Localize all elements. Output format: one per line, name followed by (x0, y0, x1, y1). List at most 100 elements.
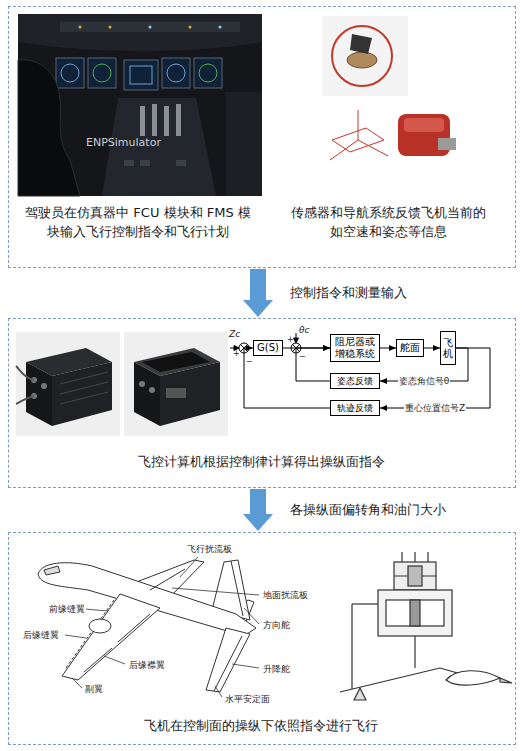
circle-part (149, 387, 155, 393)
line-part (358, 140, 388, 156)
leader-lines (65, 557, 259, 697)
part-name: 方向舵 (262, 620, 291, 631)
circle-part (79, 26, 82, 29)
circle-part (109, 26, 112, 29)
rect-part (408, 566, 422, 586)
rect-part (404, 118, 444, 132)
line-part (215, 686, 222, 697)
circle-part (199, 64, 217, 82)
rect-part (140, 160, 150, 166)
rect-part (176, 160, 186, 166)
rect-part (166, 388, 186, 398)
line-part (352, 603, 378, 604)
path-part (206, 628, 250, 692)
part-name: 水平安定面 (224, 694, 271, 705)
line-part (72, 678, 82, 688)
line-part (118, 614, 150, 642)
rect-part (322, 16, 408, 96)
block-box: 轨迹反馈 (330, 400, 380, 416)
rect-part (56, 58, 84, 88)
signal-line (380, 348, 490, 408)
line-part (358, 110, 359, 140)
block-box: 姿态反馈 (330, 373, 380, 389)
line-part (84, 648, 112, 672)
path-part (16, 366, 34, 380)
line-part (172, 588, 259, 595)
rect-part (226, 92, 262, 196)
dashed-panel: 驾驶员在仿真器中 FCU 模块和 FMS 模块输入飞行控制指令和飞行计划传感器和… (8, 6, 516, 268)
rect-part (130, 66, 152, 84)
cockpit-photo (18, 14, 262, 196)
line-part (330, 140, 358, 160)
block-box: 飞机 (440, 331, 456, 365)
line-part (231, 561, 243, 616)
ellipse-part (347, 52, 377, 68)
path-part (16, 396, 34, 404)
rect-part (194, 58, 222, 88)
path-part (38, 563, 256, 636)
line-part (427, 552, 428, 562)
line-part (150, 569, 185, 590)
rect-part (16, 332, 120, 436)
path-part (52, 362, 112, 426)
line-part (85, 609, 108, 611)
edge-label: 姿态角信号θ (398, 376, 451, 387)
part-name: 前缘缝翼 (48, 604, 86, 615)
line-part (414, 636, 415, 668)
block-label: 姿态反馈 (337, 376, 373, 387)
sign-mark: + (287, 335, 294, 345)
watermark: ENPSimulator (86, 136, 161, 150)
line-part (296, 333, 297, 338)
line-part (180, 557, 198, 577)
part-name: 飞行扰流板 (186, 544, 233, 555)
rect-part (140, 106, 145, 136)
block-label: G(S) (257, 342, 279, 354)
path-part (294, 338, 299, 343)
rect-part (176, 104, 181, 136)
flow-arrow (250, 489, 266, 514)
block-label: 阻尼器或增稳系统 (332, 336, 378, 360)
path-part (134, 362, 160, 426)
signal-name: θc (299, 325, 309, 336)
line-part (214, 636, 242, 691)
block-label: 轨迹反馈 (337, 403, 373, 414)
edge-label: 控制指令和测量输入 (290, 285, 407, 301)
rect-part (124, 332, 228, 436)
path-part (44, 566, 60, 575)
signal-line (424, 348, 440, 349)
flight-computer-photo (16, 332, 228, 436)
rect-part (88, 58, 116, 88)
line-part (414, 552, 415, 562)
block-diagram-symbols (230, 333, 301, 353)
airplane-drawing (38, 560, 256, 692)
circle-part (332, 26, 392, 86)
circle-part (167, 64, 185, 82)
rect-part (60, 22, 240, 32)
circle-part (149, 26, 152, 29)
circle-part (189, 26, 192, 29)
line-part (351, 604, 352, 689)
rect-part (18, 14, 262, 196)
path-part (160, 362, 220, 426)
signal-line (380, 348, 396, 349)
signal-line (296, 348, 330, 381)
line-part (340, 668, 440, 692)
rect-part (162, 58, 190, 88)
part-name: 升降舵 (262, 664, 291, 675)
circle-part (41, 383, 47, 389)
rect-part (386, 600, 444, 626)
path-part (446, 671, 500, 685)
caption-text: 传感器和导航系统反馈飞机当前的如空速和姿态等信息 (286, 203, 490, 241)
block-box: 阻尼器或增稳系统 (330, 334, 380, 362)
path-part (350, 34, 372, 54)
block-label: 飞机 (443, 337, 453, 359)
path-part (18, 60, 80, 196)
imu-sensor-photo (398, 114, 456, 156)
flow-arrow (250, 269, 266, 300)
circle-part (139, 381, 145, 387)
edge-label: 各操纵面偏转角和油门大小 (290, 502, 446, 518)
caption-text: 飞控计算机根据控制律计算得出操纵面指令 (8, 452, 514, 471)
block-box: G(S) (253, 340, 283, 356)
gyro-sensor-photo (322, 16, 408, 96)
